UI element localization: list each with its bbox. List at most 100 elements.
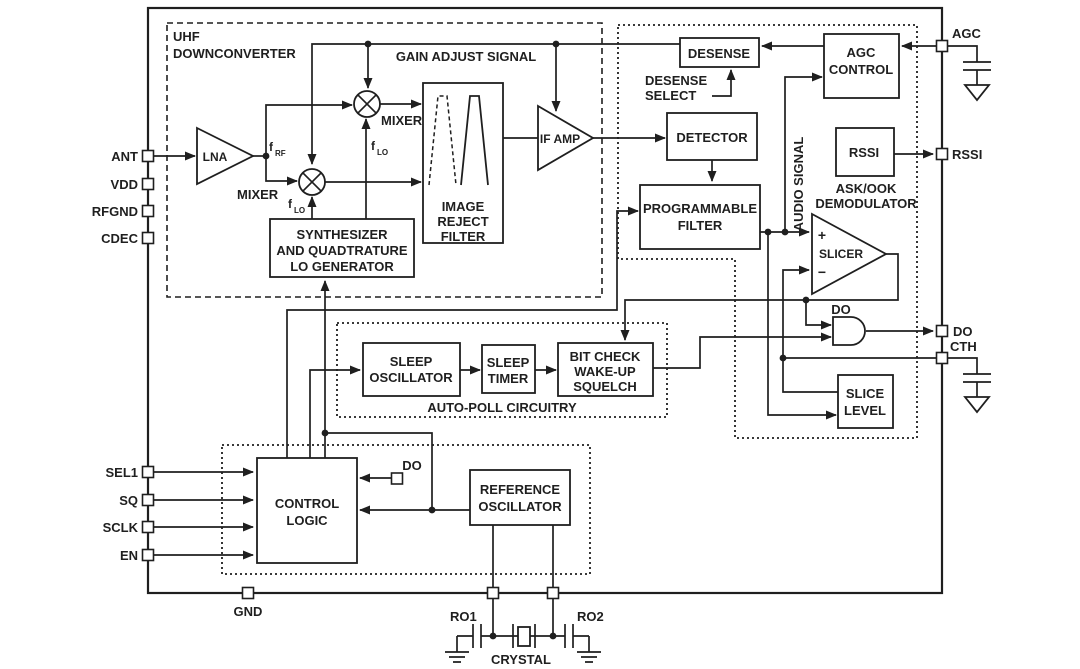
gain-adjust-label: GAIN ADJUST SIGNAL	[396, 49, 536, 64]
f-rf-label: f	[269, 140, 274, 154]
pin-label-rfgnd: RFGND	[92, 204, 138, 219]
agc-ground-icon	[963, 84, 991, 102]
lna-amplifier	[196, 126, 256, 186]
do-feedback-label: DO	[402, 458, 422, 473]
pin-label-sq: SQ	[119, 493, 138, 508]
wire-control-to-sleeposc	[309, 365, 361, 458]
audio-signal-label: AUDIO SIGNAL	[791, 137, 806, 232]
irf-label-1: IMAGE	[442, 199, 485, 214]
pin-label-cdec: CDEC	[101, 231, 138, 246]
prog-filter-label-1: PROGRAMMABLE	[643, 201, 757, 216]
lna-label: LNA	[203, 150, 228, 164]
reference-oscillator-block	[469, 469, 571, 526]
ro1-capacitor	[456, 624, 493, 652]
agc-control-label-2: CONTROL	[829, 62, 893, 77]
control-logic-label-1: CONTROL	[275, 496, 339, 511]
ro2-capacitor	[553, 624, 590, 652]
if-amp-amplifier	[537, 104, 595, 172]
crystal-plates	[512, 624, 536, 648]
pin-label-agc: AGC	[952, 26, 982, 41]
and-gate-icon	[832, 316, 866, 346]
pin-cdec	[141, 231, 155, 245]
sleep-osc-label-2: OSCILLATOR	[369, 370, 453, 385]
sleep-oscillator-block	[362, 342, 461, 397]
sleep-timer-block	[481, 344, 536, 394]
pin-do	[935, 324, 949, 338]
upper-mixer-label: MIXER	[381, 113, 423, 128]
pin-sel1	[141, 465, 155, 479]
pin-rssi	[935, 147, 949, 161]
region-label-uhf-2: DOWNCONVERTER	[173, 46, 296, 61]
rssi-block	[835, 127, 895, 177]
pin-label-vdd: VDD	[111, 177, 138, 192]
pin-sq	[141, 493, 155, 507]
pin-label-rssi: RSSI	[952, 147, 982, 162]
programmable-filter-block	[639, 184, 761, 250]
synthesizer-label-1: SYNTHESIZER	[296, 227, 388, 242]
crystal-network	[445, 624, 601, 663]
agc-capacitor	[948, 45, 991, 85]
pin-label-cth: CTH	[950, 339, 977, 354]
pin-label-sel1: SEL1	[105, 465, 138, 480]
blocks	[196, 33, 900, 564]
sleep-timer-label-2: TIMER	[488, 371, 529, 386]
wire-and-top-input	[805, 300, 832, 330]
synthesizer-block	[269, 218, 415, 278]
do-gate-label: DO	[831, 302, 851, 317]
crystal-label: CRYSTAL	[491, 652, 551, 667]
desense-select-label-1: DESENSE	[645, 73, 707, 88]
control-logic-label-2: LOGIC	[286, 513, 328, 528]
bit-check-label-1: BIT CHECK	[570, 349, 641, 364]
agc-external-cap	[948, 45, 991, 102]
synthesizer-label-3: LO GENERATOR	[290, 259, 394, 274]
pin-label-gnd: GND	[234, 604, 263, 619]
slicer-comparator	[811, 212, 888, 296]
if-amp-label: IF AMP	[540, 132, 580, 146]
irf-label-3: FILTER	[441, 229, 486, 244]
pin-label-sclk: SCLK	[103, 520, 139, 535]
control-logic-region	[221, 444, 591, 575]
wire-refosc-clock	[325, 432, 433, 510]
slice-level-block	[837, 374, 894, 429]
pin-label-ro1: RO1	[450, 609, 477, 624]
wire-audio-to-slicelevel	[767, 232, 837, 420]
f-rf-sub: RF	[275, 149, 286, 158]
pin-en	[141, 548, 155, 562]
filter-curve-solid	[460, 95, 489, 186]
synthesizer-label-2: AND QUADTRATURE	[276, 243, 408, 258]
wire-slicelevel-to-slicer-minus	[782, 265, 838, 393]
cth-capacitor	[948, 357, 991, 397]
f-lo-lower-sub: LO	[294, 206, 305, 215]
slicer-plus: +	[818, 227, 826, 243]
pin-do-internal	[390, 472, 404, 485]
askook-label-2: DEMODULATOR	[815, 196, 917, 211]
sleep-osc-label-1: SLEEP	[390, 354, 433, 369]
prog-filter-label-2: FILTER	[678, 218, 723, 233]
wire-rf-to-upper-mixer	[265, 100, 353, 156]
ro2-ground-icon	[577, 651, 601, 663]
upper-mixer-x	[357, 94, 377, 114]
pin-label-ro2: RO2	[577, 609, 604, 624]
f-lo-upper-label: f	[371, 139, 376, 153]
detector-block	[666, 112, 758, 161]
filter-curve-dashed	[428, 95, 457, 186]
wire-bitcheck-to-and	[653, 332, 832, 369]
pin-agc	[935, 39, 949, 53]
ref-osc-label-2: OSCILLATOR	[478, 499, 562, 514]
slicer-label: SLICER	[819, 247, 863, 261]
lower-mixer-label: MIXER	[237, 187, 279, 202]
slice-level-label-2: LEVEL	[844, 403, 886, 418]
pin-gnd	[241, 586, 255, 600]
pin-ro2	[546, 586, 560, 600]
wire-control-to-progfilter	[286, 206, 639, 458]
cth-ground-icon	[963, 396, 991, 414]
wire-rf-to-lower-mixer	[265, 156, 298, 186]
wire-slicer-out	[620, 253, 899, 341]
f-lo-upper-sub: LO	[377, 148, 388, 157]
wire-audio-to-agc	[784, 72, 823, 232]
ask-ook-demodulator-region	[617, 24, 918, 439]
askook-label-1: ASK/OOK	[836, 181, 897, 196]
pin-terminals	[141, 39, 949, 600]
ic-boundary	[146, 6, 944, 595]
